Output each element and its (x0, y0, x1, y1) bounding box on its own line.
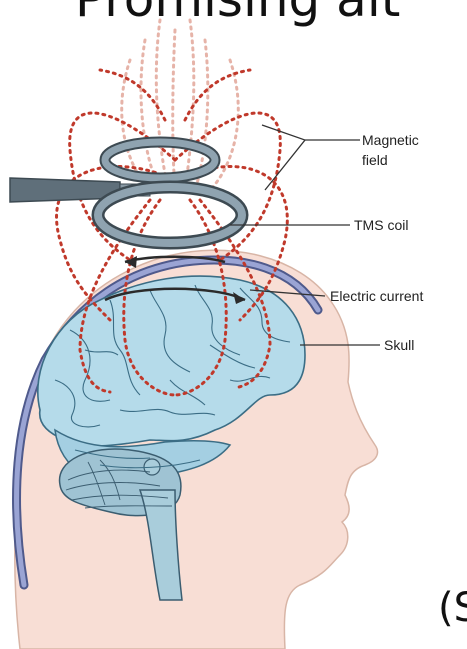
tms-coil-label: TMS coil (354, 215, 408, 235)
electric-current-label: Electric current (330, 286, 423, 306)
citation-fragment: (S (438, 585, 467, 631)
skull-label: Skull (384, 335, 414, 355)
magnetic-field-label: Magnetic field (362, 130, 419, 170)
magnetic-field-outer (122, 20, 239, 190)
